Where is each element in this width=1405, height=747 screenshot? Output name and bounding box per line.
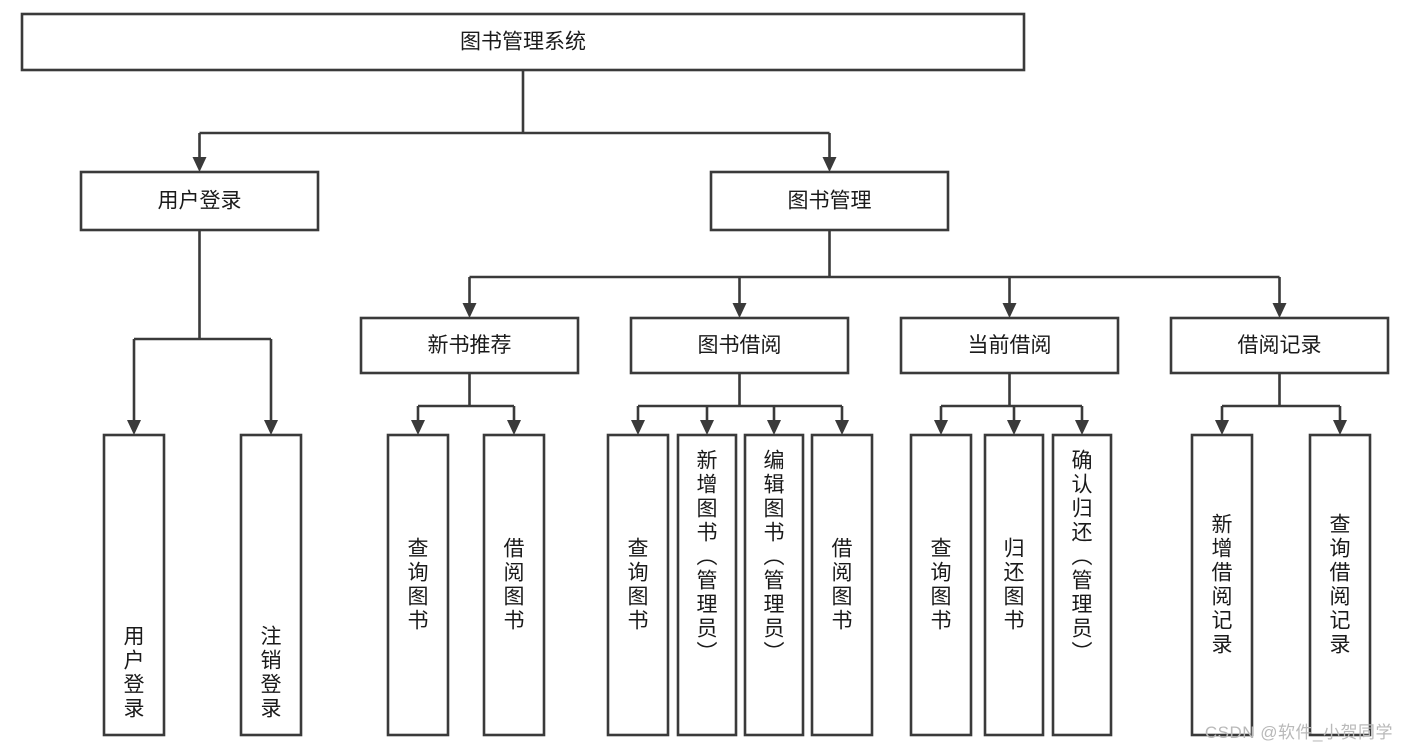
connector-group-book-management [462,230,1287,318]
node-label-leaf-user-login: 用户登录 [124,626,145,721]
node-box-leaf-edit-book-admin [743,433,805,737]
arrow-head [631,420,645,435]
node-leaf-logout[interactable]: 注销登录 [239,433,303,737]
node-root[interactable]: 图书管理系统 [20,12,1026,72]
node-label-leaf-query-book-current: 查询图书 [931,538,952,633]
arrow-head [411,420,425,435]
node-leaf-confirm-return-admin[interactable]: 确认归还︵管理员︶ [1051,433,1113,737]
arrow-head [462,303,477,318]
node-box-borrow-records [1169,316,1390,375]
node-leaf-add-borrow-record[interactable]: 新增借阅记录 [1190,433,1254,737]
node-label-leaf-query-book-borrow: 查询图书 [628,538,649,633]
node-label-new-book-recommend: 新书推荐 [428,334,512,357]
node-label-leaf-edit-book-admin: 编辑图书︵管理员︶ [764,450,785,665]
arrow-head [192,157,207,172]
arrow-head [822,157,837,172]
node-label-root: 图书管理系统 [460,31,586,54]
node-label-borrow-records: 借阅记录 [1238,334,1322,357]
arrow-head [127,420,141,435]
node-leaf-query-book-recommend[interactable]: 查询图书 [386,433,450,737]
connector-group-root [192,70,837,172]
node-leaf-return-book[interactable]: 归还图书 [983,433,1045,737]
node-label-book-borrow: 图书借阅 [698,334,782,357]
node-current-borrow[interactable]: 当前借阅 [899,316,1120,375]
node-label-leaf-borrow-book-recommend: 借阅图书 [504,538,525,633]
node-box-root [20,12,1026,72]
node-leaf-query-book-current[interactable]: 查询图书 [909,433,973,737]
node-label-leaf-confirm-return-admin: 确认归还︵管理员︶ [1072,450,1093,665]
node-box-leaf-query-book-current [909,433,973,737]
connector-group-current-borrow [934,373,1089,435]
node-box-leaf-query-borrow-record [1308,433,1372,737]
node-leaf-borrow-book[interactable]: 借阅图书 [810,433,874,737]
arrow-head [264,420,278,435]
arrow-head [700,420,714,435]
node-leaf-borrow-book-recommend[interactable]: 借阅图书 [482,433,546,737]
node-box-new-book-recommend [359,316,580,375]
node-box-leaf-add-book-admin [676,433,738,737]
arrow-head [1215,420,1229,435]
node-leaf-edit-book-admin[interactable]: 编辑图书︵管理员︶ [743,433,805,737]
node-box-leaf-borrow-book [810,433,874,737]
arrow-head [507,420,521,435]
node-label-leaf-add-borrow-record: 新增借阅记录 [1212,514,1233,657]
node-box-leaf-query-book-borrow [606,433,670,737]
node-box-book-management [709,170,950,232]
node-book-management[interactable]: 图书管理 [709,170,950,232]
arrow-head [1075,420,1089,435]
node-box-leaf-add-borrow-record [1190,433,1254,737]
node-box-leaf-logout [239,433,303,737]
node-layer: 图书管理系统用户登录图书管理新书推荐图书借阅当前借阅借阅记录用户登录注销登录查询… [20,12,1390,737]
node-label-leaf-query-book-recommend: 查询图书 [408,538,429,633]
connector-group-borrow-records [1215,373,1347,435]
node-borrow-records[interactable]: 借阅记录 [1169,316,1390,375]
node-box-current-borrow [899,316,1120,375]
node-leaf-user-login[interactable]: 用户登录 [102,433,166,737]
connector-group-book-borrow [631,373,849,435]
node-label-user-login: 用户登录 [158,190,242,213]
arrow-head [1333,420,1347,435]
watermark-label: CSDN @软件_小贺同学 [1204,723,1393,742]
node-new-book-recommend[interactable]: 新书推荐 [359,316,580,375]
node-leaf-add-book-admin[interactable]: 新增图书︵管理员︶ [676,433,738,737]
arrow-head [767,420,781,435]
node-label-leaf-query-borrow-record: 查询借阅记录 [1330,514,1351,657]
arrow-head [1272,303,1287,318]
node-box-book-borrow [629,316,850,375]
node-label-current-borrow: 当前借阅 [968,334,1052,357]
node-box-leaf-query-book-recommend [386,433,450,737]
node-box-leaf-confirm-return-admin [1051,433,1113,737]
node-box-leaf-user-login [102,433,166,737]
node-label-leaf-return-book: 归还图书 [1004,538,1025,633]
node-box-leaf-return-book [983,433,1045,737]
node-leaf-query-borrow-record[interactable]: 查询借阅记录 [1308,433,1372,737]
arrow-head [732,303,747,318]
arrow-head [1002,303,1017,318]
node-label-leaf-logout: 注销登录 [261,626,282,721]
node-user-login[interactable]: 用户登录 [79,170,320,232]
node-label-book-management: 图书管理 [788,190,872,213]
arrow-head [934,420,948,435]
node-box-user-login [79,170,320,232]
node-label-leaf-add-book-admin: 新增图书︵管理员︶ [697,450,718,665]
node-box-leaf-borrow-book-recommend [482,433,546,737]
connector-group-new-book-recommend [411,373,521,435]
connector-group-user-login [127,230,278,435]
connector-layer [127,70,1347,435]
arrow-head [1007,420,1021,435]
node-book-borrow[interactable]: 图书借阅 [629,316,850,375]
arrow-head [835,420,849,435]
node-label-leaf-borrow-book: 借阅图书 [832,538,853,633]
node-leaf-query-book-borrow[interactable]: 查询图书 [606,433,670,737]
